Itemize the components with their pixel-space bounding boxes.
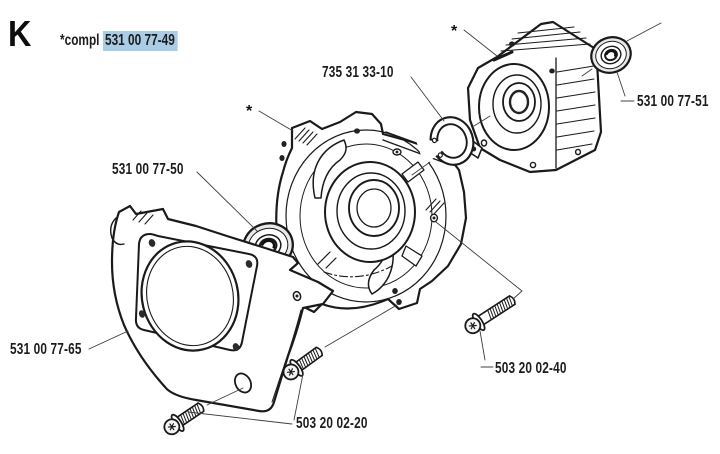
label-snap-ring[interactable]: 735 31 33-10 bbox=[322, 64, 394, 81]
section-letter: K bbox=[8, 13, 32, 54]
assembly-header: *compl 531 00 77-49 bbox=[60, 31, 178, 51]
label-screw-short[interactable]: 503 20 02-20 bbox=[296, 415, 368, 432]
label-seal-right[interactable]: 531 00 77-51 bbox=[637, 93, 709, 110]
label-seal-left[interactable]: 531 00 77-50 bbox=[112, 161, 184, 178]
snap-ring bbox=[415, 116, 475, 166]
oil-seal-right bbox=[590, 36, 632, 74]
assembly-number-highlighted[interactable]: 531 00 77-49 bbox=[102, 31, 178, 51]
compl-prefix: *compl bbox=[60, 32, 100, 49]
screw-long bbox=[460, 290, 520, 339]
screw-short-lower bbox=[159, 397, 209, 440]
crankcase-cylinder-side bbox=[465, 20, 603, 174]
crankcase-cover-plate bbox=[109, 204, 335, 413]
label-screw-long[interactable]: 503 20 02-40 bbox=[495, 360, 567, 377]
star-marker-flywheel-case: * bbox=[246, 103, 253, 120]
crankcase-flywheel-side bbox=[275, 110, 468, 314]
label-cover-plate[interactable]: 531 00 77-65 bbox=[10, 341, 82, 358]
leader-lines bbox=[88, 22, 662, 425]
star-marker-cylinder-case: * bbox=[451, 23, 458, 40]
